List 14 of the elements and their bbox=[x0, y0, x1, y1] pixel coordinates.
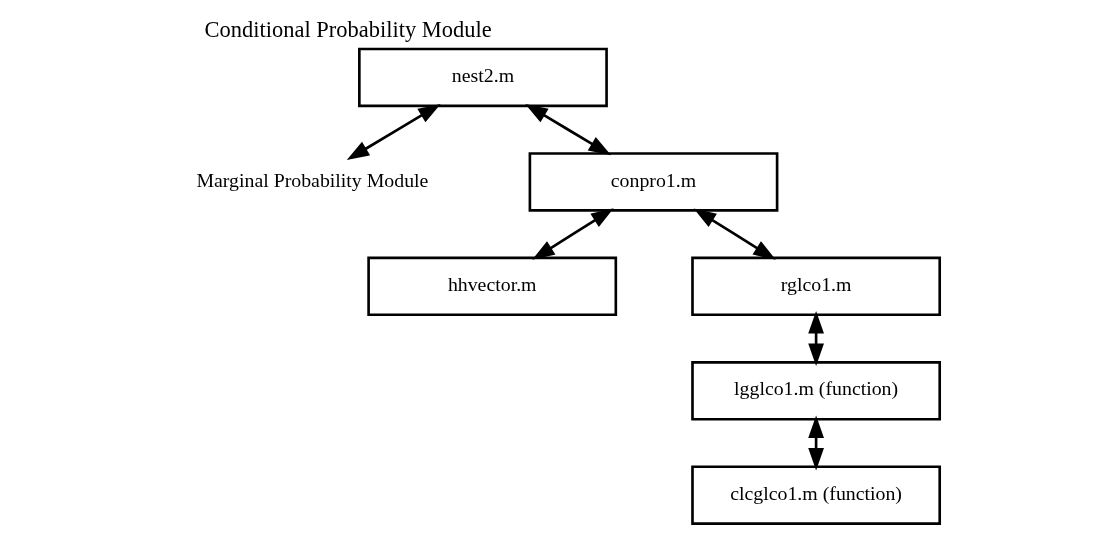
node-box: rglco1.m bbox=[691, 256, 942, 317]
node-text: Marginal Probability Module bbox=[196, 168, 429, 191]
arrow bbox=[808, 415, 824, 471]
node-box: hhvector.m bbox=[367, 256, 618, 317]
arrow bbox=[525, 104, 612, 156]
node-box: clcglco1.m (function) bbox=[691, 465, 942, 525]
arrow bbox=[532, 208, 614, 260]
arrow bbox=[808, 310, 824, 367]
node-box: lgglco1.m (function) bbox=[691, 361, 942, 421]
arrow bbox=[693, 208, 776, 260]
diagram-title: Conditional Probability Module bbox=[204, 16, 492, 42]
node-box: conpro1.m bbox=[528, 152, 779, 212]
arrow bbox=[346, 104, 441, 161]
node-box: nest2.m bbox=[358, 47, 608, 108]
